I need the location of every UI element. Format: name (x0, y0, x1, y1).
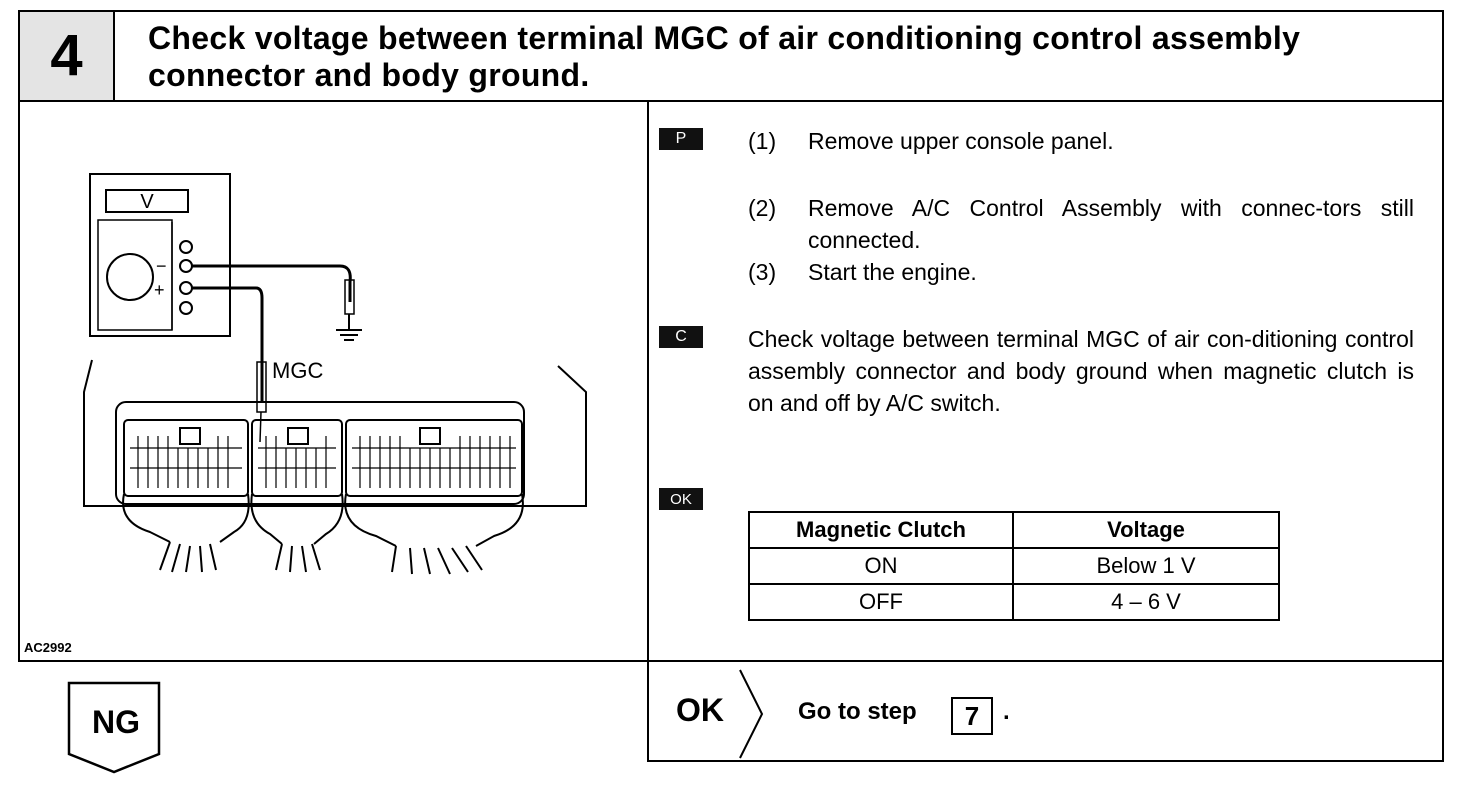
spec-table: Magnetic Clutch Voltage ON Below 1 V OFF… (748, 511, 1280, 621)
prepare-tag: P (659, 128, 703, 150)
probe-lead (192, 286, 267, 443)
figure-code: AC2992 (24, 640, 72, 655)
go-to-step-period: . (1003, 698, 1010, 725)
table-row: ON Below 1 V (748, 547, 1280, 585)
ok-tag: OK (659, 488, 703, 510)
step-number-box: 4 (20, 12, 113, 100)
step-3-number: (3) (748, 259, 777, 285)
ok-result-box (647, 660, 1444, 762)
check-text: Check voltage between terminal MGC of ai… (748, 326, 1414, 416)
table-cell: Below 1 V (1012, 547, 1280, 585)
terminal-label: MGC (272, 358, 323, 383)
ground-lead (192, 264, 362, 341)
table-header-row: Magnetic Clutch Voltage (748, 511, 1280, 549)
voltmeter-icon: V − + (89, 173, 231, 337)
meter-label: V (140, 191, 154, 213)
step-2-text: Remove A/C Control Assembly with connec-… (808, 195, 1414, 253)
step-3-text: Start the engine. (808, 259, 977, 285)
step-number: 4 (50, 23, 83, 88)
table-cell: OFF (748, 583, 1014, 621)
table-header: Magnetic Clutch (748, 511, 1014, 549)
plus-label: + (154, 280, 165, 300)
table-cell: ON (748, 547, 1014, 585)
minus-label: − (156, 256, 167, 276)
table-row: OFF 4 – 6 V (748, 583, 1280, 621)
table-cell: 4 – 6 V (1012, 583, 1280, 621)
ok-chevron-icon (739, 669, 764, 759)
ng-pentagon-icon (67, 681, 161, 774)
go-to-step-text: Go to step (798, 698, 917, 725)
step-divider (113, 10, 115, 102)
page-title: Check voltage between terminal MGC of ai… (148, 20, 1301, 93)
header-divider (18, 100, 1444, 102)
go-to-step-link[interactable]: 7 (951, 697, 993, 735)
table-header: Voltage (1012, 511, 1280, 549)
control-assembly-icon (83, 359, 587, 575)
step-1-text: Remove upper console panel. (808, 128, 1114, 154)
step-1-number: (1) (748, 128, 777, 154)
step-2-number: (2) (748, 195, 777, 221)
ng-result-label: NG (92, 704, 140, 740)
check-tag: C (659, 326, 703, 348)
column-divider (647, 100, 649, 662)
ok-result-label: OK (676, 692, 724, 728)
voltmeter-connector-diagram: V − + MGC (83, 173, 587, 575)
